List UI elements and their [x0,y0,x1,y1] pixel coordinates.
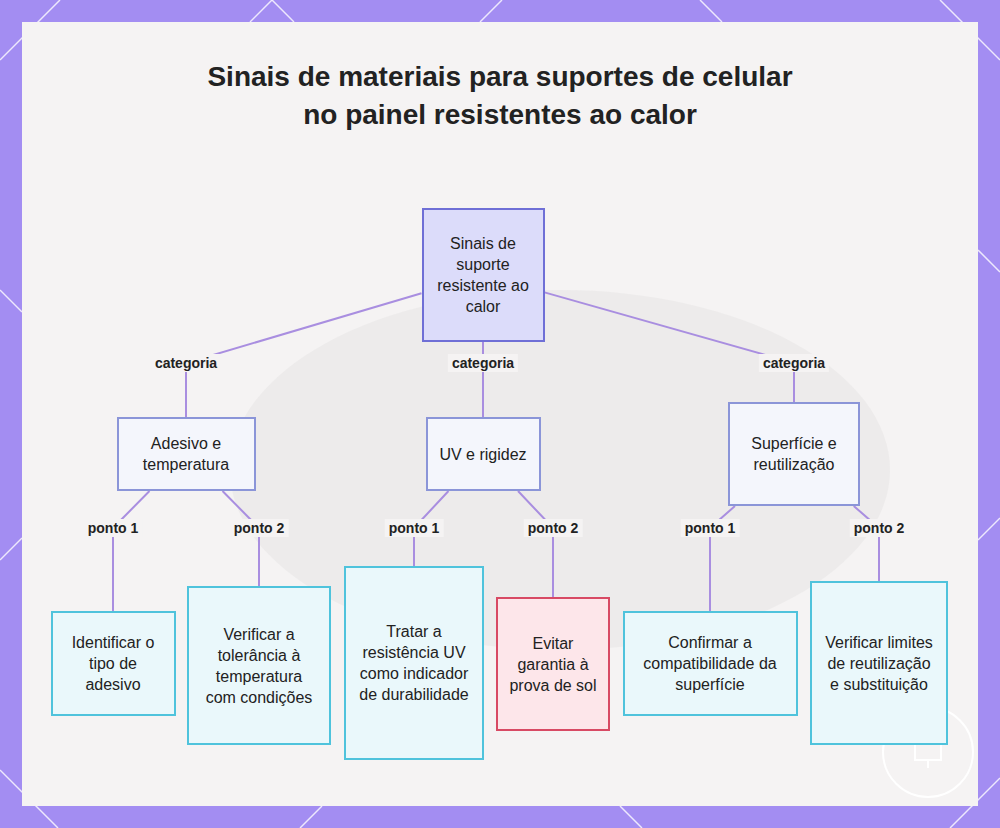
connector [854,506,879,581]
node-text: UV e rigidez [439,444,526,465]
edge-label: categoria [448,354,518,372]
node-text: Confirmar a compatibilidade da superfíci… [635,632,786,695]
edge-label: ponto 1 [681,519,740,537]
root-box: Sinais de suporte resistente ao calor [422,208,545,342]
point-box: Tratar a resistência UV como indicador d… [344,566,484,760]
point-box: Verificar limites de reutilização e subs… [810,581,948,745]
node-text: Evitar garantia à prova de sol [508,633,598,696]
connector [518,491,553,597]
node-text: Adesivo e temperatura [129,433,244,475]
category-box: Superfície e reutilização [728,402,860,506]
node-text: Tratar a resistência UV como indicador d… [356,621,472,705]
point-box: Evitar garantia à prova de sol [496,597,610,731]
connector [113,491,150,611]
connector [223,491,260,586]
node-text: Sinais de suporte resistente ao calor [434,233,533,317]
edge-label: ponto 2 [524,519,583,537]
edge-label: ponto 2 [230,519,289,537]
category-box: UV e rigidez [426,417,541,491]
inner-panel [22,22,978,806]
node-text: Identificar o tipo de adesivo [63,632,164,695]
edge-label: ponto 2 [850,519,909,537]
category-box: Adesivo e temperatura [117,417,256,491]
node-text: Superfície e reutilização [740,433,848,475]
point-box: Identificar o tipo de adesivo [51,611,176,716]
point-box: Confirmar a compatibilidade da superfíci… [623,611,798,716]
diagram-title: Sinais de materiais para suportes de cel… [190,58,810,134]
node-text: Verificar limites de reutilização e subs… [822,632,936,695]
connector [186,293,422,417]
edge-label: ponto 1 [84,519,143,537]
point-box: Verificar a tolerância à temperatura com… [187,586,331,745]
edge-label: ponto 1 [385,519,444,537]
connector [545,292,795,402]
edge-label: categoria [759,354,829,372]
edge-label: categoria [151,354,221,372]
node-text: Verificar a tolerância à temperatura com… [199,624,319,708]
